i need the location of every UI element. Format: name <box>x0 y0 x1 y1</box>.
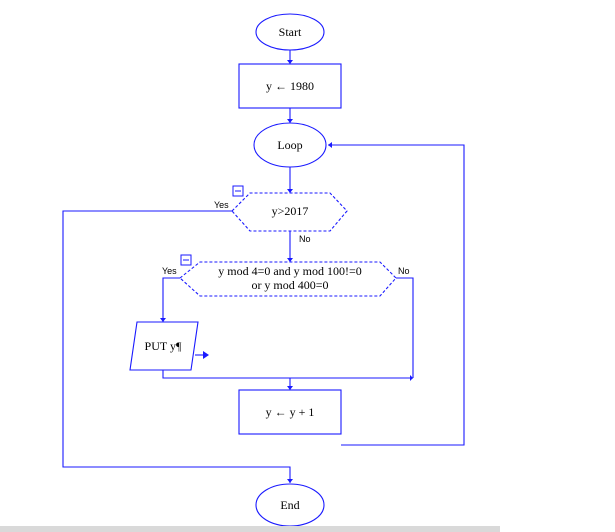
arrowhead-cond <box>287 189 293 193</box>
horizontal-scrollbar[interactable] <box>0 526 500 532</box>
condition-main-no-label: No <box>299 234 311 244</box>
edges <box>62 50 465 483</box>
condition-main-diamond[interactable] <box>231 192 348 232</box>
arrowhead-loop <box>287 119 293 123</box>
edge-leap-no <box>396 277 414 378</box>
arrowhead-merge-right <box>410 375 413 381</box>
edge-leap-yes <box>162 277 180 322</box>
output-node[interactable] <box>129 321 199 371</box>
arrowhead-increment <box>287 386 293 390</box>
arrowhead-output <box>160 318 166 322</box>
edge-output-down <box>162 370 413 379</box>
edge-yes-exit <box>62 210 291 483</box>
end-label: End <box>280 498 299 512</box>
condition-leap-diamond[interactable] <box>179 261 397 297</box>
edge-loop-back <box>328 144 465 446</box>
assign-init-box[interactable] <box>238 63 342 109</box>
condition-leap-yes-label: Yes <box>162 266 177 276</box>
increment-label: y ← y + 1 <box>266 405 315 419</box>
condition-main-label: y>2017 <box>272 204 309 218</box>
arrowhead-end <box>287 479 293 483</box>
condition-leap-no-label: No <box>398 266 410 276</box>
loop-node[interactable] <box>253 122 327 168</box>
condition-leap-label-line1: y mod 4=0 and y mod 100!=0 <box>218 264 362 278</box>
output-label: PUT y¶ <box>145 339 182 353</box>
arrowheads <box>160 60 413 483</box>
condition-leap-label-line2: or y mod 400=0 <box>251 278 328 292</box>
start-node[interactable] <box>255 13 325 51</box>
loop-label: Loop <box>277 138 302 152</box>
condition-main-yes-label: Yes <box>214 200 229 210</box>
assign-init-label: y ← 1980 <box>266 79 314 93</box>
arrowhead-leap <box>287 258 293 262</box>
output-arrowhead <box>203 351 209 359</box>
arrowhead-loop-back <box>328 142 332 148</box>
start-label: Start <box>279 25 302 39</box>
arrowhead-init <box>287 60 293 64</box>
increment-box[interactable] <box>238 389 342 435</box>
